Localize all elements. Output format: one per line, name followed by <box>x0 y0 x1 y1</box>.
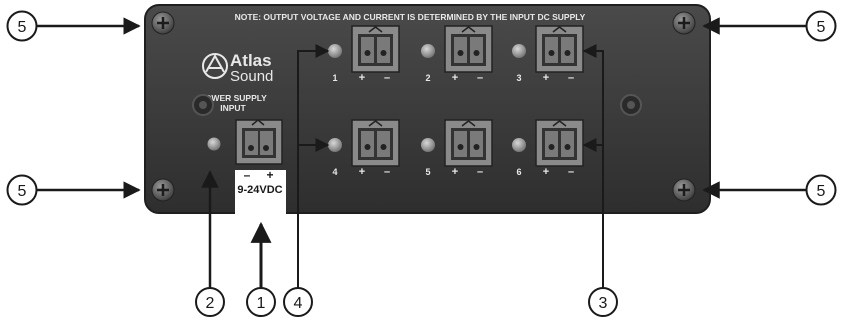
right-grommet <box>620 94 642 116</box>
output-plus-label: + <box>359 72 365 84</box>
output-led <box>421 44 435 58</box>
power-label-tab <box>235 170 286 215</box>
callout-5-bottom-right: 5 <box>805 174 837 206</box>
output-terminal <box>535 119 584 167</box>
output-number: 5 <box>425 167 430 177</box>
callout-4: 4 <box>283 287 313 317</box>
output-groups: 1 + – 2 + – 3 + – 4 + – 5 + – 6 + – <box>328 25 584 178</box>
svg-text:2: 2 <box>206 295 215 312</box>
output-6: 6 + – <box>512 119 584 178</box>
svg-text:1: 1 <box>257 295 266 312</box>
left-grommet <box>192 94 214 116</box>
output-led <box>512 138 526 152</box>
output-led <box>328 138 342 152</box>
callout-5-top-right: 5 <box>805 10 837 42</box>
power-input-terminal <box>235 119 283 165</box>
power-minus-label: – <box>244 168 251 182</box>
svg-text:4: 4 <box>294 295 303 312</box>
output-led <box>512 44 526 58</box>
callout-3-leader <box>582 44 604 289</box>
power-led <box>207 137 221 151</box>
output-3: 3 + – <box>512 25 584 84</box>
svg-text:5: 5 <box>817 19 826 36</box>
callout-5-top-left: 5 <box>6 10 38 42</box>
output-terminal <box>351 119 400 167</box>
screw-top-left <box>151 11 175 35</box>
output-number: 1 <box>332 73 337 83</box>
output-number: 4 <box>332 167 337 177</box>
output-plus-label: + <box>543 166 549 178</box>
output-plus-label: + <box>359 166 365 178</box>
atlas-sound-logo: Atlas Sound <box>202 51 273 85</box>
output-5: 5 + – <box>421 119 493 178</box>
power-plus-label: + <box>266 168 273 182</box>
output-plus-label: + <box>452 166 458 178</box>
output-number: 6 <box>516 167 521 177</box>
output-minus-label: – <box>477 166 483 178</box>
output-minus-label: – <box>384 72 390 84</box>
output-1: 1 + – <box>328 25 400 84</box>
screw-top-right <box>672 11 696 35</box>
output-4: 4 + – <box>328 119 400 178</box>
output-terminal <box>444 25 493 73</box>
power-label-line2: INPUT <box>220 103 246 113</box>
output-terminal <box>444 119 493 167</box>
logo-text-sound: Sound <box>230 68 273 85</box>
callout-1: 1 <box>246 287 276 317</box>
output-terminal <box>351 25 400 73</box>
output-number: 3 <box>516 73 521 83</box>
output-minus-label: – <box>477 72 483 84</box>
panel-note: NOTE: OUTPUT VOLTAGE AND CURRENT IS DETE… <box>235 12 586 22</box>
output-minus-label: – <box>568 72 574 84</box>
power-label-line1: POWER SUPPLY <box>199 93 267 103</box>
svg-text:5: 5 <box>18 19 27 36</box>
callout-3: 3 <box>588 287 618 317</box>
output-number: 2 <box>425 73 430 83</box>
callout-4-leader <box>297 44 330 289</box>
screw-bottom-right <box>672 178 696 202</box>
logo-text-atlas: Atlas <box>230 51 272 70</box>
output-minus-label: – <box>384 166 390 178</box>
callout-5-bottom-left: 5 <box>6 174 38 206</box>
power-voltage-label: 9-24VDC <box>237 184 282 196</box>
output-terminal <box>535 25 584 73</box>
output-led <box>328 44 342 58</box>
svg-text:3: 3 <box>599 295 608 312</box>
output-2: 2 + – <box>421 25 493 84</box>
output-minus-label: – <box>568 166 574 178</box>
svg-text:5: 5 <box>18 183 27 200</box>
callout-2: 2 <box>195 287 225 317</box>
output-plus-label: + <box>543 72 549 84</box>
output-led <box>421 138 435 152</box>
output-plus-label: + <box>452 72 458 84</box>
screw-bottom-left <box>151 178 175 202</box>
svg-text:5: 5 <box>817 183 826 200</box>
